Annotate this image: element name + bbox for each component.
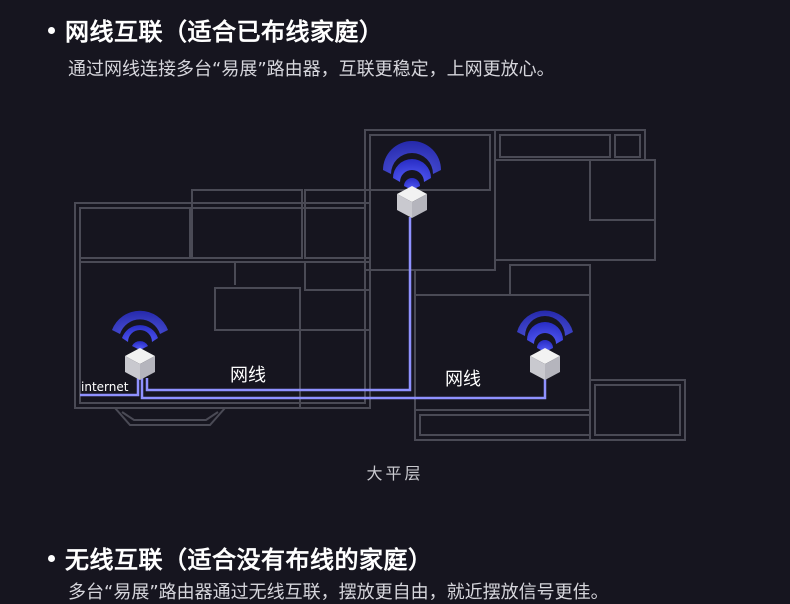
floor-plan-label: 大平层 [366, 464, 424, 483]
internet-cable [80, 378, 140, 397]
section-wired-heading: 网线互联（适合已布线家庭） [48, 12, 384, 47]
section-wireless-heading: 无线互联（适合没有布线的家庭） [48, 540, 433, 575]
internet-label: internet [81, 380, 129, 394]
cable-label-2: 网线 [445, 369, 481, 390]
router-2 [383, 141, 441, 218]
section-wireless-description: 多台“易展”路由器通过无线互联，摆放更自由，就近摆放信号更佳。 [68, 582, 609, 603]
floor-plan-diagram: internet 网线 网线 [74, 129, 686, 441]
section-wired-title: 网线互联（适合已布线家庭） [65, 18, 384, 46]
cable-label-1: 网线 [230, 365, 266, 386]
cable-router1-router3 [140, 378, 547, 400]
router-1 [112, 310, 168, 380]
network-cables [80, 217, 547, 400]
wifi-signal-icon [383, 141, 441, 190]
router-icon [397, 186, 427, 218]
router-icon [530, 348, 560, 380]
bullet-icon [48, 26, 55, 34]
floor-plan-walls [74, 129, 686, 441]
bullet-icon [48, 554, 55, 562]
wifi-signal-icon [517, 310, 573, 352]
section-wireless-title: 无线互联（适合没有布线的家庭） [65, 546, 433, 574]
section-wired-description: 通过网线连接多台“易展”路由器，互联更稳定，上网更放心。 [68, 59, 555, 80]
router-3 [517, 310, 573, 380]
router-icon [125, 348, 155, 380]
cable-router1-router2 [145, 217, 412, 392]
wifi-signal-icon [112, 310, 168, 350]
